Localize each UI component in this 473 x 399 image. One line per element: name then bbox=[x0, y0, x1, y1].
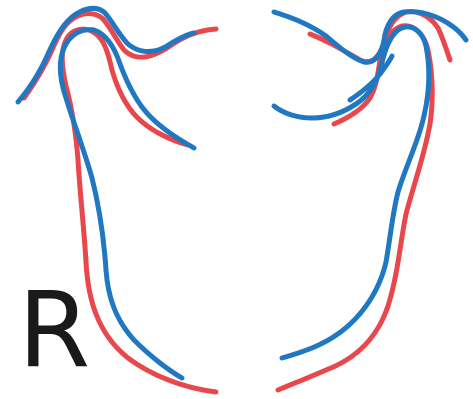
red-right-inner bbox=[278, 26, 432, 390]
red-left-outline bbox=[24, 14, 216, 99]
blue-right-inner bbox=[274, 27, 429, 358]
side-label: R bbox=[18, 278, 90, 382]
blue-right-outline bbox=[274, 12, 466, 63]
